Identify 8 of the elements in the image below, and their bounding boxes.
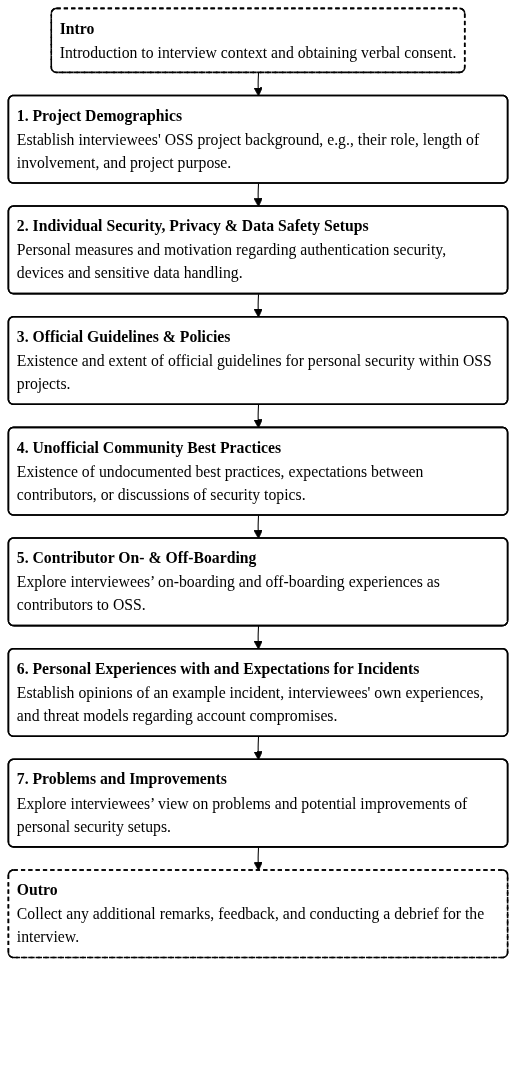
arrow bbox=[253, 72, 263, 97]
arrow bbox=[253, 625, 263, 650]
arrow bbox=[253, 404, 263, 429]
arrow bbox=[253, 183, 263, 208]
arrow bbox=[253, 736, 263, 761]
arrow bbox=[253, 846, 263, 871]
arrow bbox=[253, 293, 263, 318]
arrow bbox=[253, 514, 263, 539]
